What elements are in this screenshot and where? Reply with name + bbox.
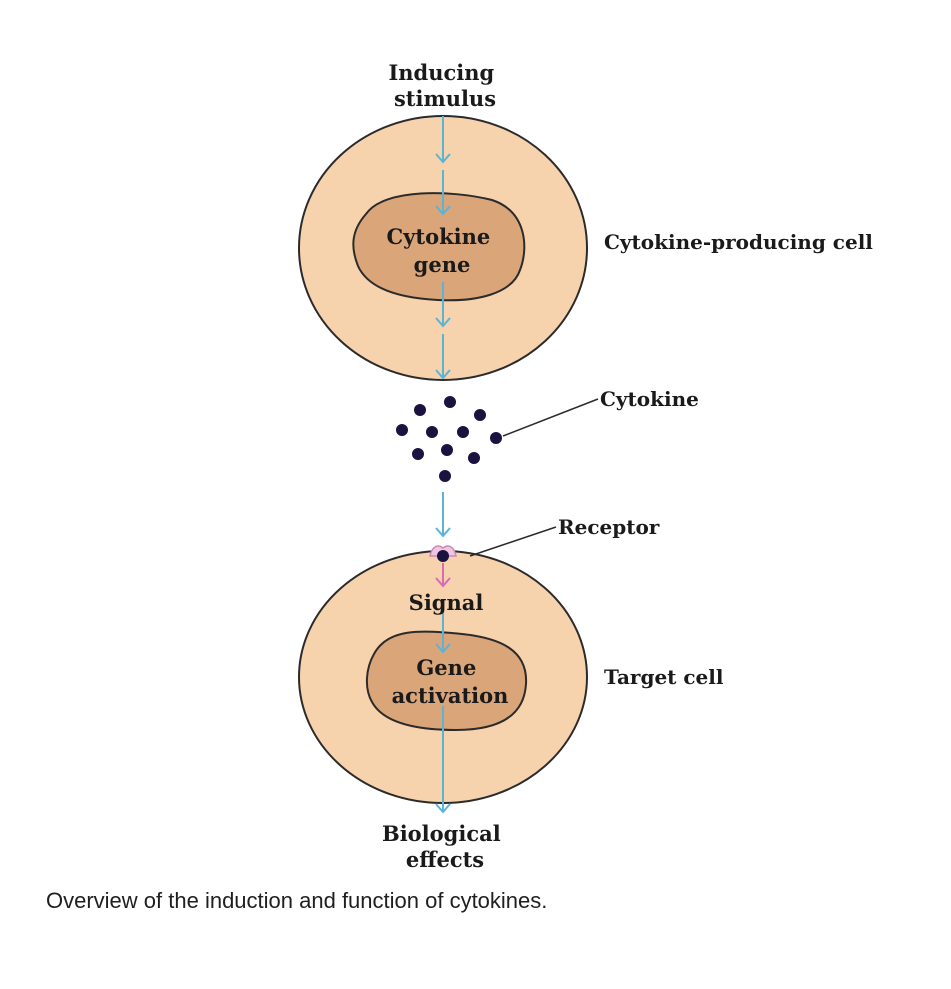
cytokine-dot xyxy=(490,432,502,444)
cytokine-dot xyxy=(412,448,424,460)
producing-cell-label: Cytokine-producing cell xyxy=(604,230,873,254)
receptor-leader-line xyxy=(469,526,557,557)
figure-caption: Overview of the induction and function o… xyxy=(46,888,548,913)
cytokine-dot xyxy=(468,452,480,464)
receptor-bound-cytokine xyxy=(437,550,449,562)
gene-activation-label-line2: activation xyxy=(392,683,509,708)
cytokine-dot xyxy=(396,424,408,436)
target-cell-label: Target cell xyxy=(604,665,724,689)
gene-activation-label: Gene activation xyxy=(392,655,509,708)
signal-label: Signal xyxy=(409,590,484,615)
gene-activation-label-line1: Gene xyxy=(416,655,476,680)
cytokine-dot xyxy=(444,396,456,408)
cytokine-label: Cytokine xyxy=(600,387,699,411)
biological-effects-label-line1: Biological xyxy=(382,821,501,846)
cytokine-dot xyxy=(439,470,451,482)
stimulus-label: Inducing stimulus xyxy=(388,60,501,111)
cytokine-gene-label-line2: gene xyxy=(414,252,471,277)
cytokine-gene-label-line1: Cytokine xyxy=(386,224,490,249)
cytokine-dot xyxy=(474,409,486,421)
cytokine-molecules xyxy=(396,396,502,482)
cytokine-dot xyxy=(426,426,438,438)
cytokine-leader-line xyxy=(502,398,599,437)
cytokine-dot xyxy=(414,404,426,416)
cytokine-dot xyxy=(441,444,453,456)
biological-effects-label-line2: effects xyxy=(406,847,484,872)
biological-effects-label: Biological effects xyxy=(382,821,508,872)
producing-cell-nucleus xyxy=(352,192,526,302)
cytokine-dot xyxy=(457,426,469,438)
cytokine-gene-label: Cytokine gene xyxy=(386,224,497,277)
target-cell-nucleus xyxy=(366,630,528,732)
receptor-label: Receptor xyxy=(558,515,660,539)
stimulus-label-line1: Inducing xyxy=(388,60,494,85)
stimulus-label-line2: stimulus xyxy=(394,86,496,111)
